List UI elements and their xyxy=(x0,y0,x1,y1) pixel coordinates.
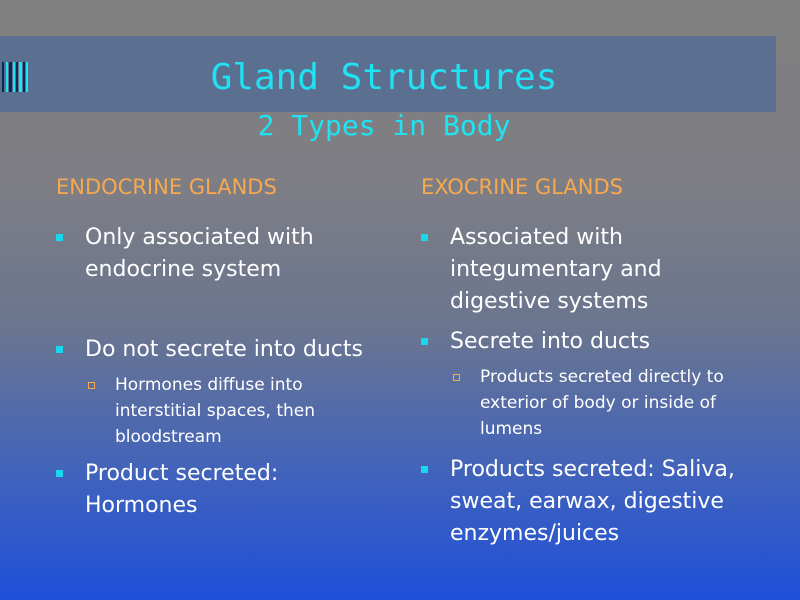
bullet-item: Do not secrete into ducts xyxy=(56,334,386,366)
endocrine-column: Only associated with endocrine system Do… xyxy=(56,222,386,522)
title-band xyxy=(0,36,776,112)
sub-bullet-item: Products secreted directly to exterior o… xyxy=(450,364,752,442)
bullet-item: Only associated with endocrine system xyxy=(56,222,386,286)
bullet-item: Products secreted: Saliva, sweat, earwax… xyxy=(421,454,750,550)
exocrine-heading: EXOCRINE GLANDS xyxy=(421,175,623,199)
sub-bullet-item: Hormones diffuse into interstitial space… xyxy=(85,372,355,450)
bullet-item: Associated with integumentary and digest… xyxy=(421,222,690,318)
bullet-item: Product secreted: Hormones xyxy=(56,458,315,522)
slide-title: Gland Structures xyxy=(210,57,558,98)
slide-subtitle: 2 Types in Body xyxy=(257,109,511,142)
bullet-item: Secrete into ducts xyxy=(421,326,766,358)
exocrine-column: Associated with integumentary and digest… xyxy=(421,222,766,550)
endocrine-heading: ENDOCRINE GLANDS xyxy=(56,175,277,199)
barcode-decoration-icon xyxy=(2,62,28,92)
